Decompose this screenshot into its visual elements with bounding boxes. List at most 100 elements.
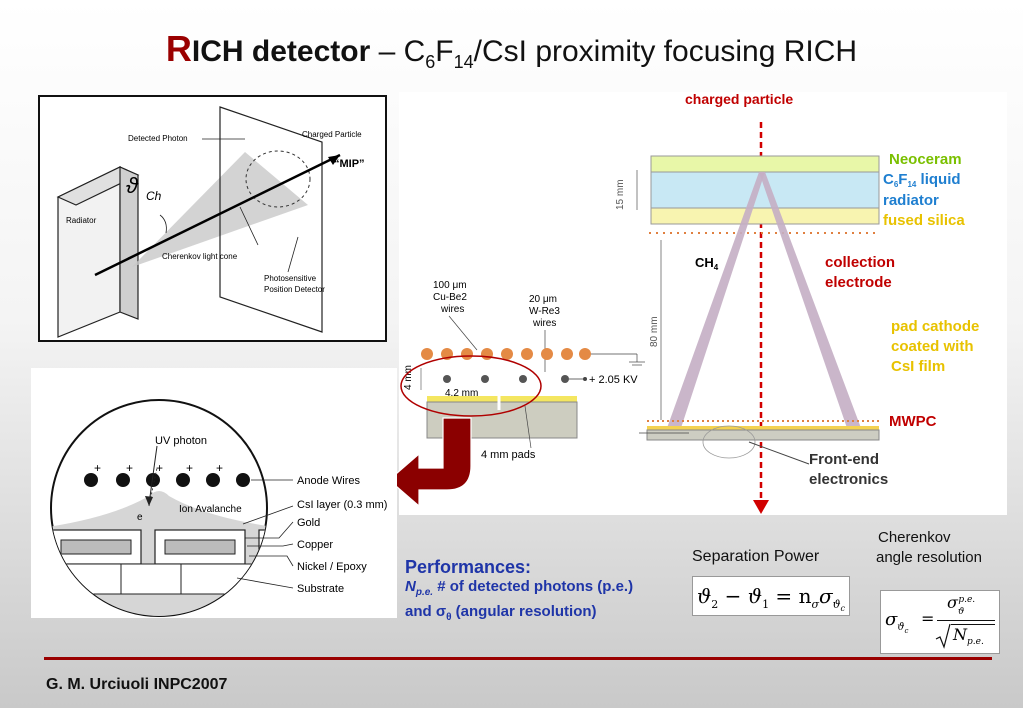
title-dash: – [370, 35, 404, 68]
radiator-label: Radiator [66, 216, 97, 225]
title-sub14: 14 [453, 52, 474, 72]
photon-path [148, 445, 158, 505]
cube-wire-3: wires [440, 304, 464, 315]
w-wire-1: 20 μm [529, 294, 557, 305]
sqrt-bar [951, 624, 995, 625]
cube-wire-2: Cu-Be2 [433, 292, 467, 303]
nickel-label: Nickel / Epoxy [297, 561, 367, 573]
csi-closeup: + + + + + UV photon e Ion Avalanche Anod… [31, 368, 397, 618]
photosens-label-2: Position Detector [264, 285, 325, 294]
mip-label: “MIP” [334, 158, 365, 170]
dim15-label: 15 mm [615, 179, 626, 210]
detector-plane [219, 106, 323, 333]
photon-arrowhead [145, 496, 153, 506]
fused-silica-label: fused silica [883, 212, 965, 229]
title-sub6: 6 [425, 52, 436, 72]
zoom-ellipse [400, 355, 542, 417]
zoom-arrow [388, 417, 472, 508]
w-wire-3: wires [532, 318, 556, 329]
copper-label: Copper [297, 539, 333, 551]
electron-label: e [137, 512, 143, 523]
pad-label-2: coated with [891, 338, 974, 355]
plus-5: + [216, 461, 223, 475]
radiator-label: radiator [883, 192, 939, 209]
page-title: RICH detector – C6F14/CsI proximity focu… [0, 28, 1023, 73]
ch4-label: CH4 [695, 255, 719, 272]
cher-line2: angle resolution [876, 549, 982, 566]
gold-label: Gold [297, 517, 320, 529]
pad-csi [647, 426, 879, 430]
eq2-numerator: σϑp.e. [947, 593, 976, 618]
neoceram-layer [650, 155, 880, 173]
title-tail: /CsI proximity focusing RICH [473, 35, 858, 68]
anode-wires-label: Anode Wires [297, 475, 360, 487]
performances-line2: and σθ (angular resolution) [405, 603, 597, 623]
schematic-svg: Detected Photon Charged Particle “MIP” R… [56, 106, 365, 338]
detector-leader [287, 236, 299, 273]
theta-sub: Ch [146, 189, 162, 203]
photosens-label-1: Photosensitive [264, 274, 317, 283]
plus-1: + [94, 461, 101, 475]
dim42-label: 4.2 mm [445, 388, 478, 399]
liquid-label: C6F14 liquid [883, 171, 961, 189]
ion-avalanche-label: Ion Avalanche [179, 504, 242, 515]
title-f: F [435, 35, 454, 68]
performances-line1: Np.e. # of detected photons (p.e.) [405, 578, 634, 598]
closeup-leaders [236, 479, 294, 589]
title-initial: R [165, 28, 192, 69]
plus-4: + [186, 461, 193, 475]
plus-3: + [156, 461, 163, 475]
dim80-label: 80 mm [649, 316, 660, 347]
substrate-label: Substrate [297, 583, 344, 595]
charged-particle-title: charged particle [685, 92, 793, 107]
pad-cell-3 [258, 529, 267, 565]
closeup-svg: + + + + + UV photon e Ion Avalanche Anod… [50, 399, 387, 617]
eq2-fraction-bar [937, 620, 995, 621]
particle-track [94, 153, 341, 277]
fe-label-2: electronics [809, 471, 888, 488]
track-arrowhead [328, 155, 340, 165]
pad-cell-2-inner [164, 539, 236, 555]
detected-photon-label: Detected Photon [128, 134, 188, 143]
cube-leader [448, 315, 478, 351]
hv-label: + 2.05 KV [589, 374, 638, 386]
rich-detector-diagram: charged particle 15 mm 80 mm CH4 Neocera… [399, 91, 1007, 515]
separation-power-label: Separation Power [692, 548, 820, 565]
neoceram-label: Neoceram [889, 151, 962, 168]
separation-equation: ϑ2 − ϑ1 = nσσϑc [692, 576, 850, 616]
pad-board [646, 429, 880, 441]
pads-leader [524, 405, 532, 449]
performances-heading: Performances: [405, 557, 532, 577]
eq2-equals: = [921, 609, 935, 628]
plus-2: + [126, 461, 133, 475]
pad-cell-1-inner [60, 539, 132, 555]
sqrt-symbol [935, 623, 951, 649]
cone-leader [239, 206, 259, 246]
hv-dot [583, 377, 587, 381]
cherenkov-resolution-label: Cherenkov angle resolution [876, 528, 982, 568]
performances-text: Performances: Np.e. # of detected photon… [405, 558, 705, 627]
uv-photon-label: UV photon [155, 435, 207, 447]
pad-label-3: CsI film [891, 358, 945, 375]
fe-label-1: Front-end [809, 451, 879, 468]
cone-label: Cherenkov light cone [162, 252, 238, 261]
fe-leader [748, 441, 810, 465]
title-main: ICH detector [191, 35, 371, 68]
substrate-shape [51, 563, 267, 595]
csi-layer-label: CsI layer (0.3 mm) [297, 499, 387, 511]
title-c: C [403, 35, 426, 68]
dim4-label: 4 mm [403, 365, 414, 390]
detector-svg: charged particle 15 mm 80 mm CH4 Neocera… [400, 91, 979, 514]
eq2-denominator: Np.e. [953, 625, 984, 648]
theta-symbol: ϑ [126, 173, 139, 198]
footer-divider [44, 657, 992, 660]
pad-label-1: pad cathode [891, 318, 979, 335]
particle-arrow [753, 500, 769, 514]
eq2-lhs: σϑc [885, 609, 909, 635]
zoom-arrow-shape [388, 417, 472, 508]
cone-left [667, 172, 765, 428]
silica-layer [650, 207, 880, 225]
closeup-anode-wires [84, 473, 250, 487]
closeup-csi [427, 396, 577, 402]
ring-ellipse [245, 150, 311, 208]
